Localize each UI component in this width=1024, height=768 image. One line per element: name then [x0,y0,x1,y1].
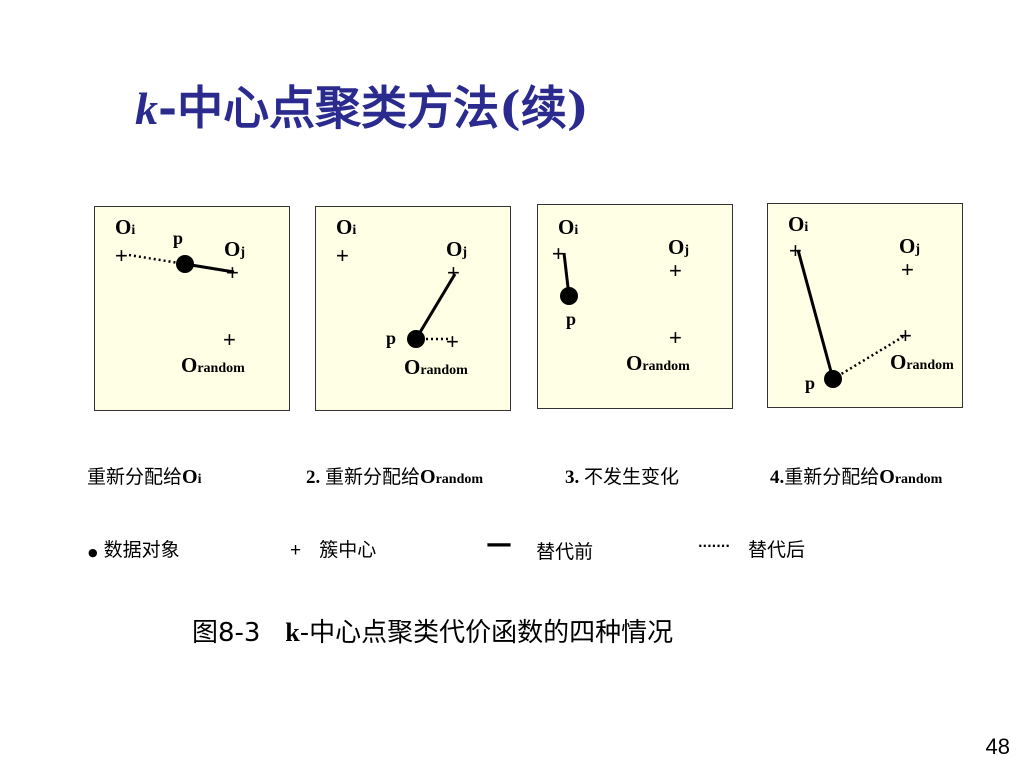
case-4-orandom-label: Orandom [890,350,954,374]
case-2-solid-line [414,273,457,340]
case-2-oj-label: Oj [446,237,468,261]
legend-after-label: 替代后 [748,539,806,561]
legend-before: — 替代前 [486,529,594,565]
legend-data-object: ● 数据对象 [88,535,180,562]
case-1-box: Oi + p Oj + + Orandom [94,206,290,411]
case-4-data-point [824,370,842,388]
page-number: 48 [985,734,1010,759]
figure-caption-text: -中心点聚类代价函数的四种情况 [299,618,674,648]
case-4-oi-label: Oi [788,212,809,236]
case-2-oj-center: + [447,260,460,285]
legend-dotted-line-icon: ······· [698,539,730,553]
case-2-orandom-label: Orandom [404,355,468,379]
case-4-oj-center: + [901,257,914,282]
figure-caption: 图8-3 k-中心点聚类代价函数的四种情况 [192,612,673,649]
case-4-box: Oi + Oj + + Orandom p [767,203,963,408]
legend-data-object-label: 数据对象 [103,539,180,561]
case-3-oi-center: + [552,241,565,266]
case-3-oj-center: + [669,258,682,283]
case-4-p-label: p [805,373,816,393]
figure-number: 图8-3 [192,618,261,648]
caption-1: 重新分配给Oi [87,466,202,488]
slide-title: k-中心点聚类方法(续) [135,72,589,138]
case-3-lines [560,252,578,305]
case-4-oi-center: + [789,238,802,263]
case-1-oi-label: Oi [115,215,136,239]
case-1-data-point [176,255,194,273]
case-4-orandom-center: + [899,323,912,348]
case-1-orandom-label: Orandom [181,353,245,377]
case-2-oi-center: + [336,243,349,268]
case-3-data-point [560,287,578,305]
legend-cluster-center: + 簇中心 [290,535,376,562]
case-3-box: Oi + p Oj + + Orandom [537,204,733,409]
case-4-solid-line [796,249,835,380]
caption-4: 4.重新分配给Orandom [770,466,943,488]
case-3-oi-label: Oi [558,215,579,239]
case-2-data-point [407,330,425,348]
case-2-orandom-center: + [446,329,459,354]
case-2-p-label: p [386,328,397,348]
case-3-orandom-label: Orandom [626,351,690,375]
case-2-oi-label: Oi [336,215,357,239]
legend-plus-icon: + [290,540,302,561]
caption-3: 3. 不发生变化 [565,466,680,488]
case-4-dotted-line [832,333,907,381]
case-2-box: Oi + Oj + p + Orandom [315,206,511,411]
caption-2: 2. 重新分配给Orandom [306,466,484,488]
case-1-oj-center: + [226,260,239,285]
case-1-oi-center: + [115,243,128,268]
case-4-oj-label: Oj [899,234,921,258]
legend-solid-line-icon: — [486,529,512,559]
case-3-p-label: p [566,309,577,329]
case-2-lines [407,273,457,348]
figure-k: k [285,618,300,647]
case-4-lines [796,249,907,388]
case-3-orandom-center: + [669,325,682,350]
title-k: k [135,83,158,134]
legend-dot-icon: ● [88,546,98,559]
case-3-oj-label: Oj [668,235,690,259]
case-1-orandom-center: + [223,327,236,352]
legend-before-label: 替代前 [536,541,594,563]
case-1-oj-label: Oj [224,237,246,261]
case-1-lines [128,253,235,274]
case-1-p-label: p [173,228,184,248]
title-text: -中心点聚类方法(续) [158,81,589,135]
legend-cluster-center-label: 簇中心 [319,539,377,561]
legend-after: ······· 替代后 [698,535,805,562]
